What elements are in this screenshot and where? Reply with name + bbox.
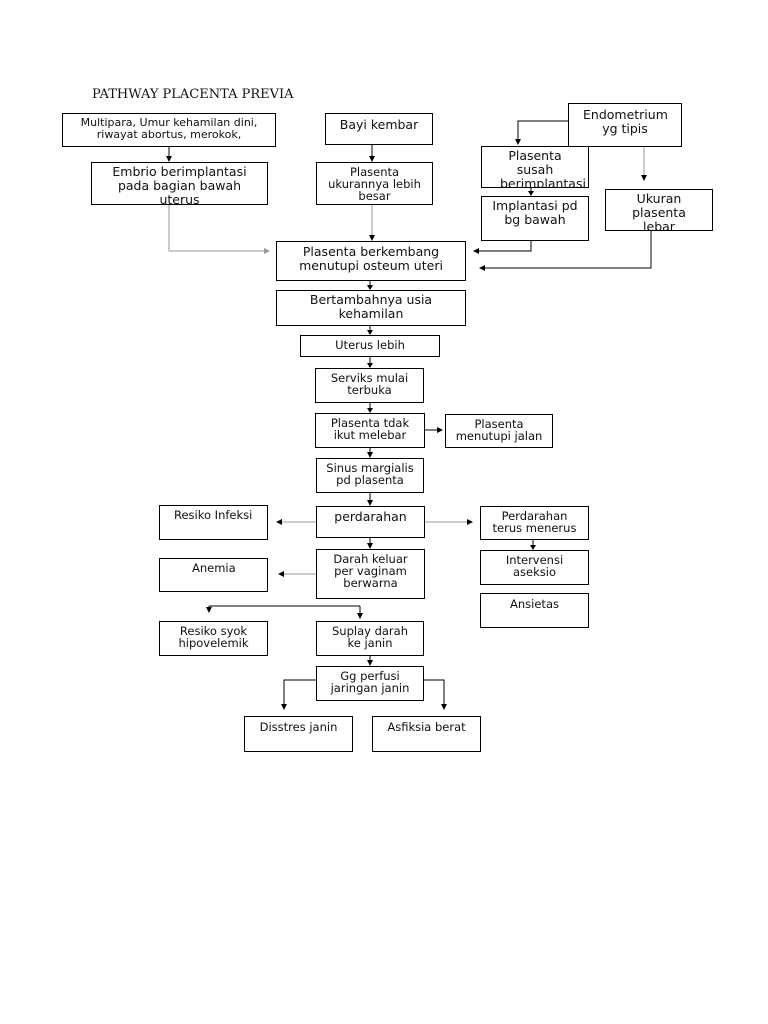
node-perdarahan: perdarahan: [316, 506, 425, 538]
node-ansietas-text: Ansietas: [510, 597, 559, 611]
node-sinus: Sinus margialis pd plasenta: [316, 458, 424, 493]
node-plasenta-tdak-text: Plasenta tdak ikut melebar: [330, 416, 410, 442]
arrowhead: [367, 660, 373, 666]
arrowhead: [278, 571, 284, 577]
node-disstres: Disstres janin: [244, 716, 353, 752]
arrowhead: [206, 607, 212, 613]
arrowhead: [479, 265, 485, 271]
arrowhead: [369, 156, 375, 162]
node-ukuran-plasenta-text: Ukuran plasenta lebar: [632, 191, 686, 231]
arrowhead: [473, 248, 479, 254]
edge-embrio-berkembang: [168, 205, 266, 252]
arrowhead: [369, 235, 375, 241]
node-resiko-infeksi: Resiko Infeksi: [159, 505, 268, 540]
node-embrio: Embrio berimplantasi pada bagian bawah u…: [91, 162, 268, 205]
node-intervensi: Intervensi aseksio: [480, 550, 589, 585]
edge-implantasi-berkembang: [478, 241, 532, 252]
node-bayi-kembar-text: Bayi kembar: [339, 117, 419, 132]
diagram-title: PATHWAY PLACENTA PREVIA: [92, 87, 294, 102]
node-plasenta-tdak: Plasenta tdak ikut melebar: [315, 413, 425, 448]
node-plasenta-besar-text: Plasenta ukurannya lebih besar: [328, 165, 421, 203]
node-anemia: Anemia: [159, 558, 268, 592]
node-resiko-syok: Resiko syok hipovelemik: [159, 621, 268, 656]
node-ansietas: Ansietas: [480, 593, 589, 628]
node-asfiksia-text: Asfiksia berat: [387, 720, 466, 734]
arrowhead: [357, 613, 363, 619]
node-plasenta-menutupi-text: Plasenta menutupi jalan: [455, 417, 543, 443]
edge-ukuran-berkembang: [484, 231, 652, 269]
edge-perfusi-disstres: [283, 679, 316, 705]
node-resiko-infeksi-text: Resiko Infeksi: [174, 508, 253, 522]
node-uterus-text: Uterus lebih: [335, 338, 405, 352]
arrowhead: [437, 427, 443, 433]
arrowhead: [367, 330, 373, 335]
arrowhead: [367, 285, 373, 290]
node-implantasi: Implantasi pd bg bawah: [481, 196, 589, 241]
node-endometrium: Endometrium yg tipis: [568, 103, 682, 147]
arrowhead: [367, 452, 373, 458]
node-intervensi-text: Intervensi aseksio: [505, 553, 564, 579]
arrowhead: [528, 191, 534, 196]
node-embrio-text: Embrio berimplantasi pada bagian bawah u…: [112, 164, 247, 205]
arrowhead: [441, 704, 447, 710]
node-plasenta-susah: Plasenta susah berimplantasi: [481, 146, 589, 188]
node-disstres-text: Disstres janin: [259, 720, 338, 734]
node-implantasi-text: Implantasi pd bg bawah: [492, 198, 578, 227]
node-asfiksia: Asfiksia berat: [372, 716, 481, 752]
node-multipara: Multipara, Umur kehamilan dini, riwayat …: [62, 113, 276, 147]
node-gg-perfusi: Gg perfusi jaringan janin: [316, 666, 424, 701]
node-plasenta-berkembang-text: Plasenta berkembang menutupi osteum uter…: [299, 244, 443, 273]
node-perdarahan-text: perdarahan: [334, 509, 407, 524]
node-usia-kehamilan-text: Bertambahnya usia kehamilan: [309, 292, 433, 321]
node-suplay: Suplay darah ke janin: [316, 621, 424, 656]
node-suplay-text: Suplay darah ke janin: [331, 624, 408, 650]
edge-endometrium-susah: [517, 120, 568, 140]
arrowhead: [264, 248, 270, 254]
node-perdarahan-terus: Perdarahan terus menerus: [480, 506, 589, 540]
node-sinus-text: Sinus margialis pd plasenta: [326, 461, 414, 487]
arrowhead: [530, 545, 536, 550]
node-usia-kehamilan: Bertambahnya usia kehamilan: [276, 290, 466, 326]
node-plasenta-menutupi: Plasenta menutupi jalan: [445, 414, 553, 448]
node-darah-keluar: Darah keluar per vaginam berwarna: [316, 549, 425, 599]
arrowhead: [367, 500, 373, 506]
node-bayi-kembar: Bayi kembar: [325, 113, 433, 145]
node-serviks-text: Serviks mulai terbuka: [330, 371, 409, 397]
node-uterus: Uterus lebih: [300, 335, 440, 357]
node-endometrium-text: Endometrium yg tipis: [583, 107, 668, 136]
arrowhead: [467, 519, 473, 525]
node-multipara-text: Multipara, Umur kehamilan dini, riwayat …: [80, 116, 258, 141]
node-anemia-text: Anemia: [192, 561, 236, 575]
arrowhead: [281, 704, 287, 710]
arrowhead: [166, 156, 172, 162]
node-plasenta-susah-text: Plasenta susah berimplantasi: [500, 148, 586, 188]
edge-perfusi-asfiksia: [424, 679, 445, 705]
node-plasenta-berkembang: Plasenta berkembang menutupi osteum uter…: [276, 241, 466, 281]
node-resiko-syok-text: Resiko syok hipovelemik: [178, 624, 249, 650]
node-serviks: Serviks mulai terbuka: [315, 368, 424, 403]
node-perdarahan-terus-text: Perdarahan terus menerus: [492, 509, 577, 535]
node-gg-perfusi-text: Gg perfusi jaringan janin: [330, 669, 410, 695]
node-ukuran-plasenta: Ukuran plasenta lebar: [605, 189, 713, 231]
node-darah-keluar-text: Darah keluar per vaginam berwarna: [333, 552, 408, 590]
node-plasenta-besar: Plasenta ukurannya lebih besar: [316, 162, 433, 205]
arrowhead: [367, 363, 373, 368]
arrowhead: [367, 543, 373, 549]
arrowhead: [515, 139, 521, 145]
arrowhead: [641, 175, 647, 181]
arrowhead: [276, 519, 282, 525]
arrowhead: [367, 408, 373, 413]
